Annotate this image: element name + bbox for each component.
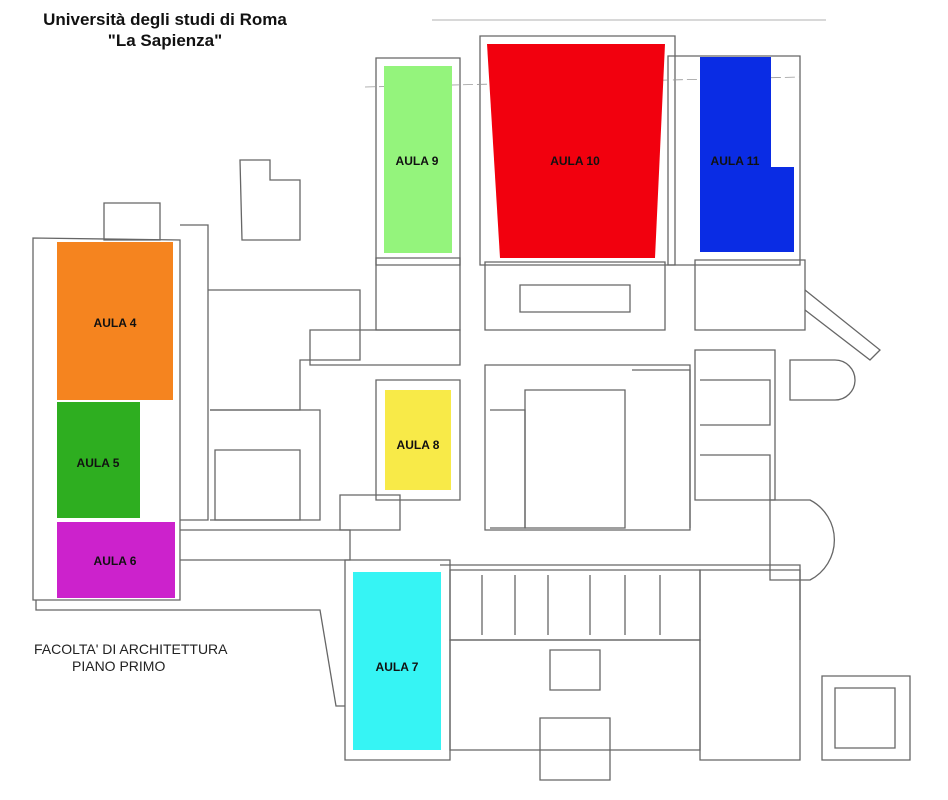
caption-floor: PIANO PRIMO [72,658,166,674]
room-aula-7[interactable]: AULA 7 [353,572,441,750]
room-label: AULA 4 [94,316,137,330]
room-aula-5[interactable]: AULA 5 [57,402,140,518]
room-shape [353,572,441,750]
caption-faculty: FACOLTA' DI ARCHITETTURA [34,641,228,657]
room-shape [384,66,452,253]
room-shape [700,57,794,252]
room-shape [385,390,451,490]
room-shape [487,44,665,258]
room-label: AULA 5 [77,456,120,470]
room-label: AULA 10 [550,154,600,168]
map-title-line1: Università degli studi di Roma [43,10,287,29]
room-shape [57,522,175,598]
room-shape [57,402,140,518]
room-label: AULA 6 [94,554,137,568]
room-label: AULA 11 [711,154,760,168]
room-aula-6[interactable]: AULA 6 [57,522,175,598]
room-aula-8[interactable]: AULA 8 [385,390,451,490]
room-label: AULA 8 [397,438,440,452]
map-title-line2: "La Sapienza" [107,31,223,50]
room-aula-9[interactable]: AULA 9 [384,66,452,253]
room-shape [57,242,173,400]
room-aula-4[interactable]: AULA 4 [57,242,173,400]
room-label: AULA 7 [376,660,419,674]
room-aula-11[interactable]: AULA 11 [700,57,794,252]
room-label: AULA 9 [396,154,439,168]
room-aula-10[interactable]: AULA 10 [487,44,665,258]
